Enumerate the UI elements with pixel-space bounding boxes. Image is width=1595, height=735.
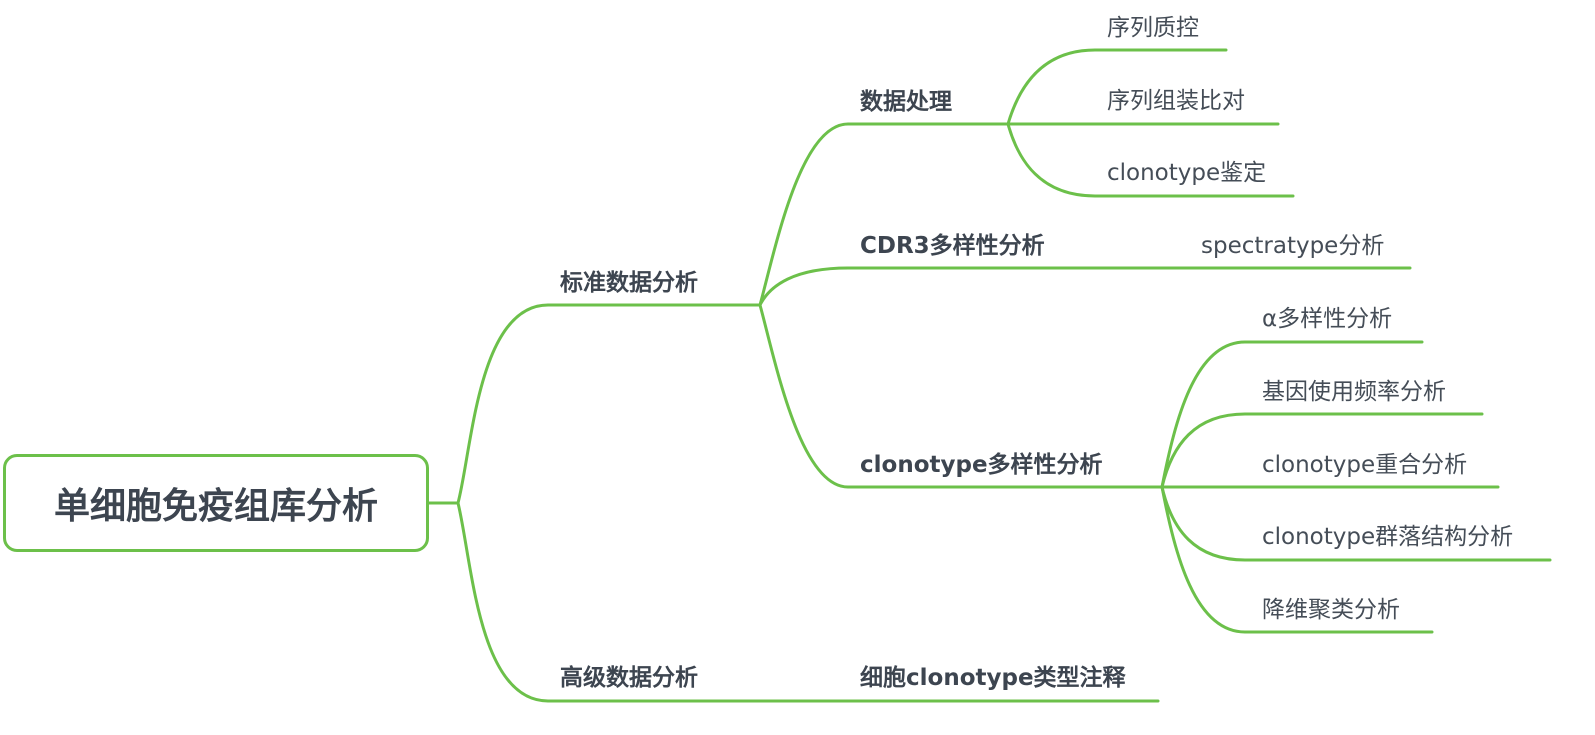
node-clonotype-overlap[interactable]: clonotype重合分析	[1262, 452, 1468, 478]
edge-clonotype-dimred	[1160, 485, 1434, 634]
edge-processing-identification	[1006, 122, 1295, 198]
edge-processing-qc	[1006, 48, 1228, 126]
node-clonotype-identification[interactable]: clonotype鉴定	[1107, 160, 1267, 186]
edge-standard-cdr3	[758, 266, 1412, 307]
node-cell-clonotype-annotation[interactable]: 细胞clonotype类型注释	[860, 665, 1126, 691]
node-advanced-analysis[interactable]: 高级数据分析	[560, 665, 698, 691]
edge-clonotype-alpha	[1160, 340, 1424, 489]
node-cdr3-diversity[interactable]: CDR3多样性分析	[860, 233, 1045, 259]
node-clonotype-community[interactable]: clonotype群落结构分析	[1262, 524, 1514, 550]
node-clonotype-diversity[interactable]: clonotype多样性分析	[860, 452, 1103, 478]
root-node[interactable]: 单细胞免疫组库分析	[3, 454, 429, 552]
node-standard-analysis[interactable]: 标准数据分析	[560, 270, 698, 296]
edge-root-standard	[427, 303, 762, 505]
node-data-processing[interactable]: 数据处理	[860, 89, 952, 115]
edge-root-advanced	[456, 501, 850, 703]
node-sequence-qc[interactable]: 序列质控	[1107, 15, 1199, 41]
node-alpha-diversity[interactable]: α多样性分析	[1262, 306, 1393, 332]
edge-standard-processing	[758, 122, 1010, 307]
node-gene-usage[interactable]: 基因使用频率分析	[1262, 379, 1446, 405]
node-spectratype[interactable]: spectratype分析	[1201, 233, 1385, 259]
node-sequence-assembly[interactable]: 序列组装比对	[1107, 88, 1245, 114]
node-dimred-clustering[interactable]: 降维聚类分析	[1262, 597, 1400, 623]
edge-standard-clonotype	[758, 303, 1164, 489]
edge-clonotype-gene-usage	[1160, 412, 1484, 489]
